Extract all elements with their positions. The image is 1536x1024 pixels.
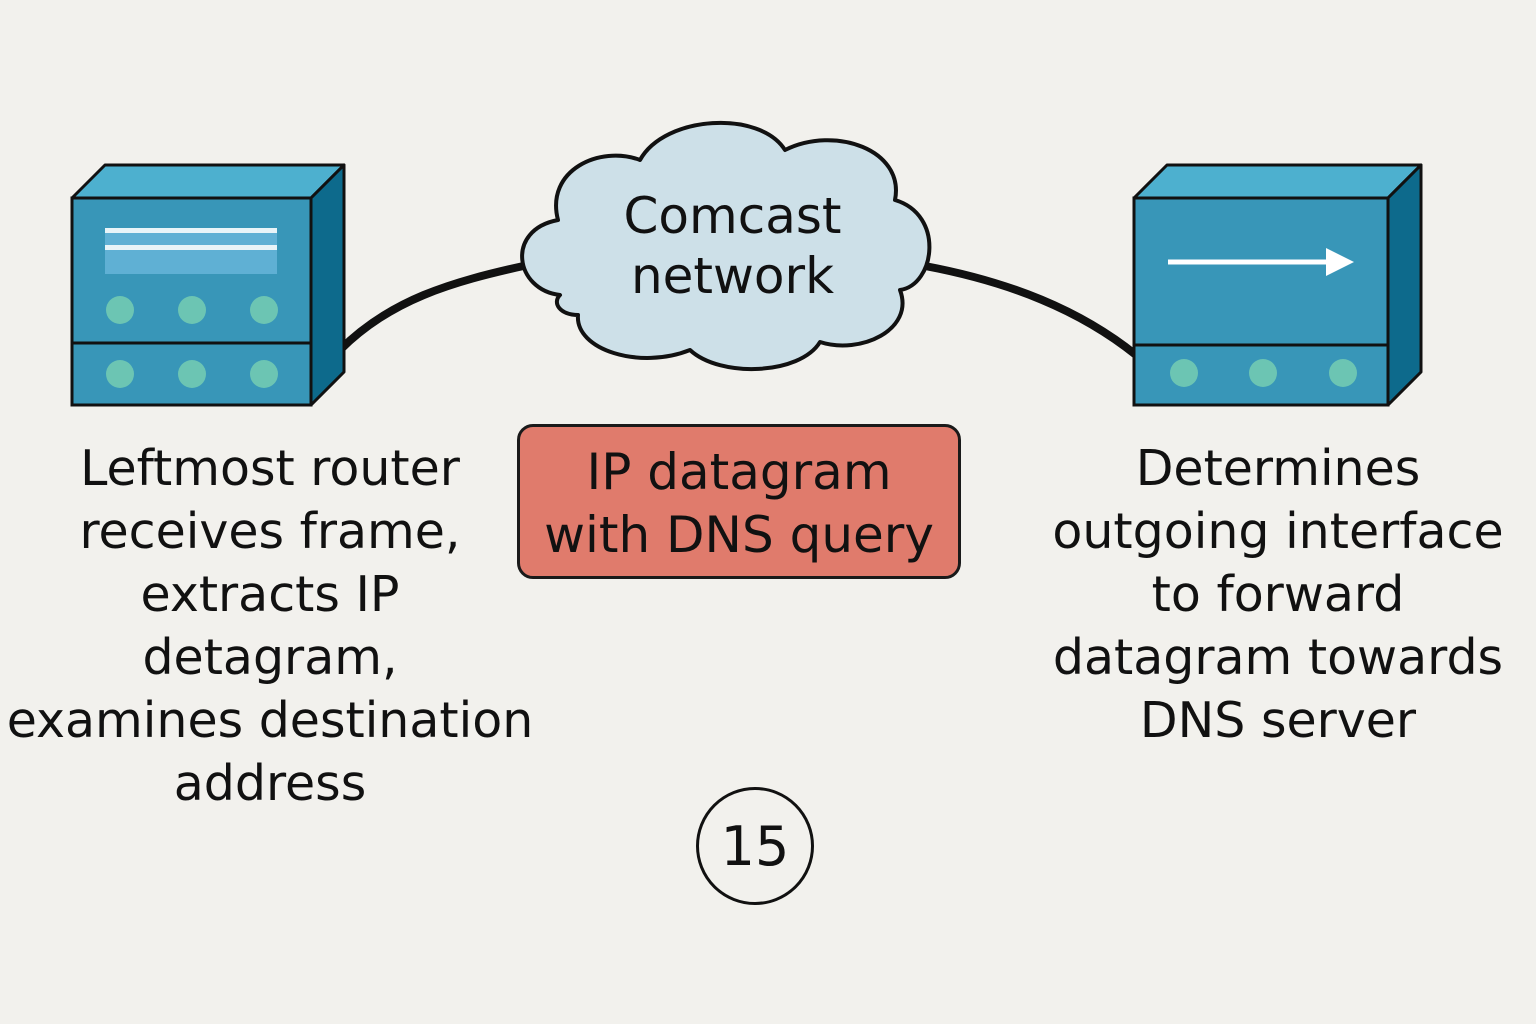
caption-line: Leftmost router: [80, 440, 460, 497]
cloud-icon: [520, 120, 932, 372]
left-router-caption: Leftmost router receives frame, extracts…: [0, 437, 540, 815]
caption-line: detagram,: [142, 629, 398, 686]
cloud-label: Comcast network: [560, 186, 905, 306]
step-number-badge: 15: [696, 787, 814, 905]
caption-line: DNS server: [1139, 692, 1417, 749]
caption-line: extracts IP: [140, 566, 400, 623]
right-router-caption: Determines outgoing interface to forward…: [1020, 437, 1536, 752]
ip-datagram-box: IP datagram with DNS query: [517, 424, 961, 579]
caption-line: outgoing interface: [1052, 503, 1504, 560]
router-led: [178, 360, 206, 388]
datagram-label-line: with DNS query: [544, 506, 934, 564]
caption-line: examines destination: [6, 692, 534, 749]
link-cloud-to-right-router: [921, 262, 1140, 359]
router-led: [250, 360, 278, 388]
cloud-label-line: Comcast: [623, 187, 842, 245]
router-led: [250, 296, 278, 324]
router-led: [106, 360, 134, 388]
router-led: [1170, 359, 1198, 387]
left-router-icon: [70, 163, 346, 407]
router-led: [1249, 359, 1277, 387]
right-router-icon: [1132, 163, 1423, 407]
caption-line: receives frame,: [79, 503, 461, 560]
caption-line: address: [173, 755, 367, 812]
cloud-label-line: network: [630, 247, 835, 305]
router-led: [1329, 359, 1357, 387]
caption-line: to forward: [1151, 566, 1405, 623]
datagram-label-line: IP datagram: [586, 443, 892, 501]
router-led: [106, 296, 134, 324]
link-left-router-to-cloud: [336, 261, 532, 354]
caption-line: datagram towards: [1052, 629, 1504, 686]
router-led: [178, 296, 206, 324]
router-display: [105, 228, 277, 274]
caption-line: Determines: [1135, 440, 1421, 497]
arrow-right-icon: [1168, 248, 1354, 276]
